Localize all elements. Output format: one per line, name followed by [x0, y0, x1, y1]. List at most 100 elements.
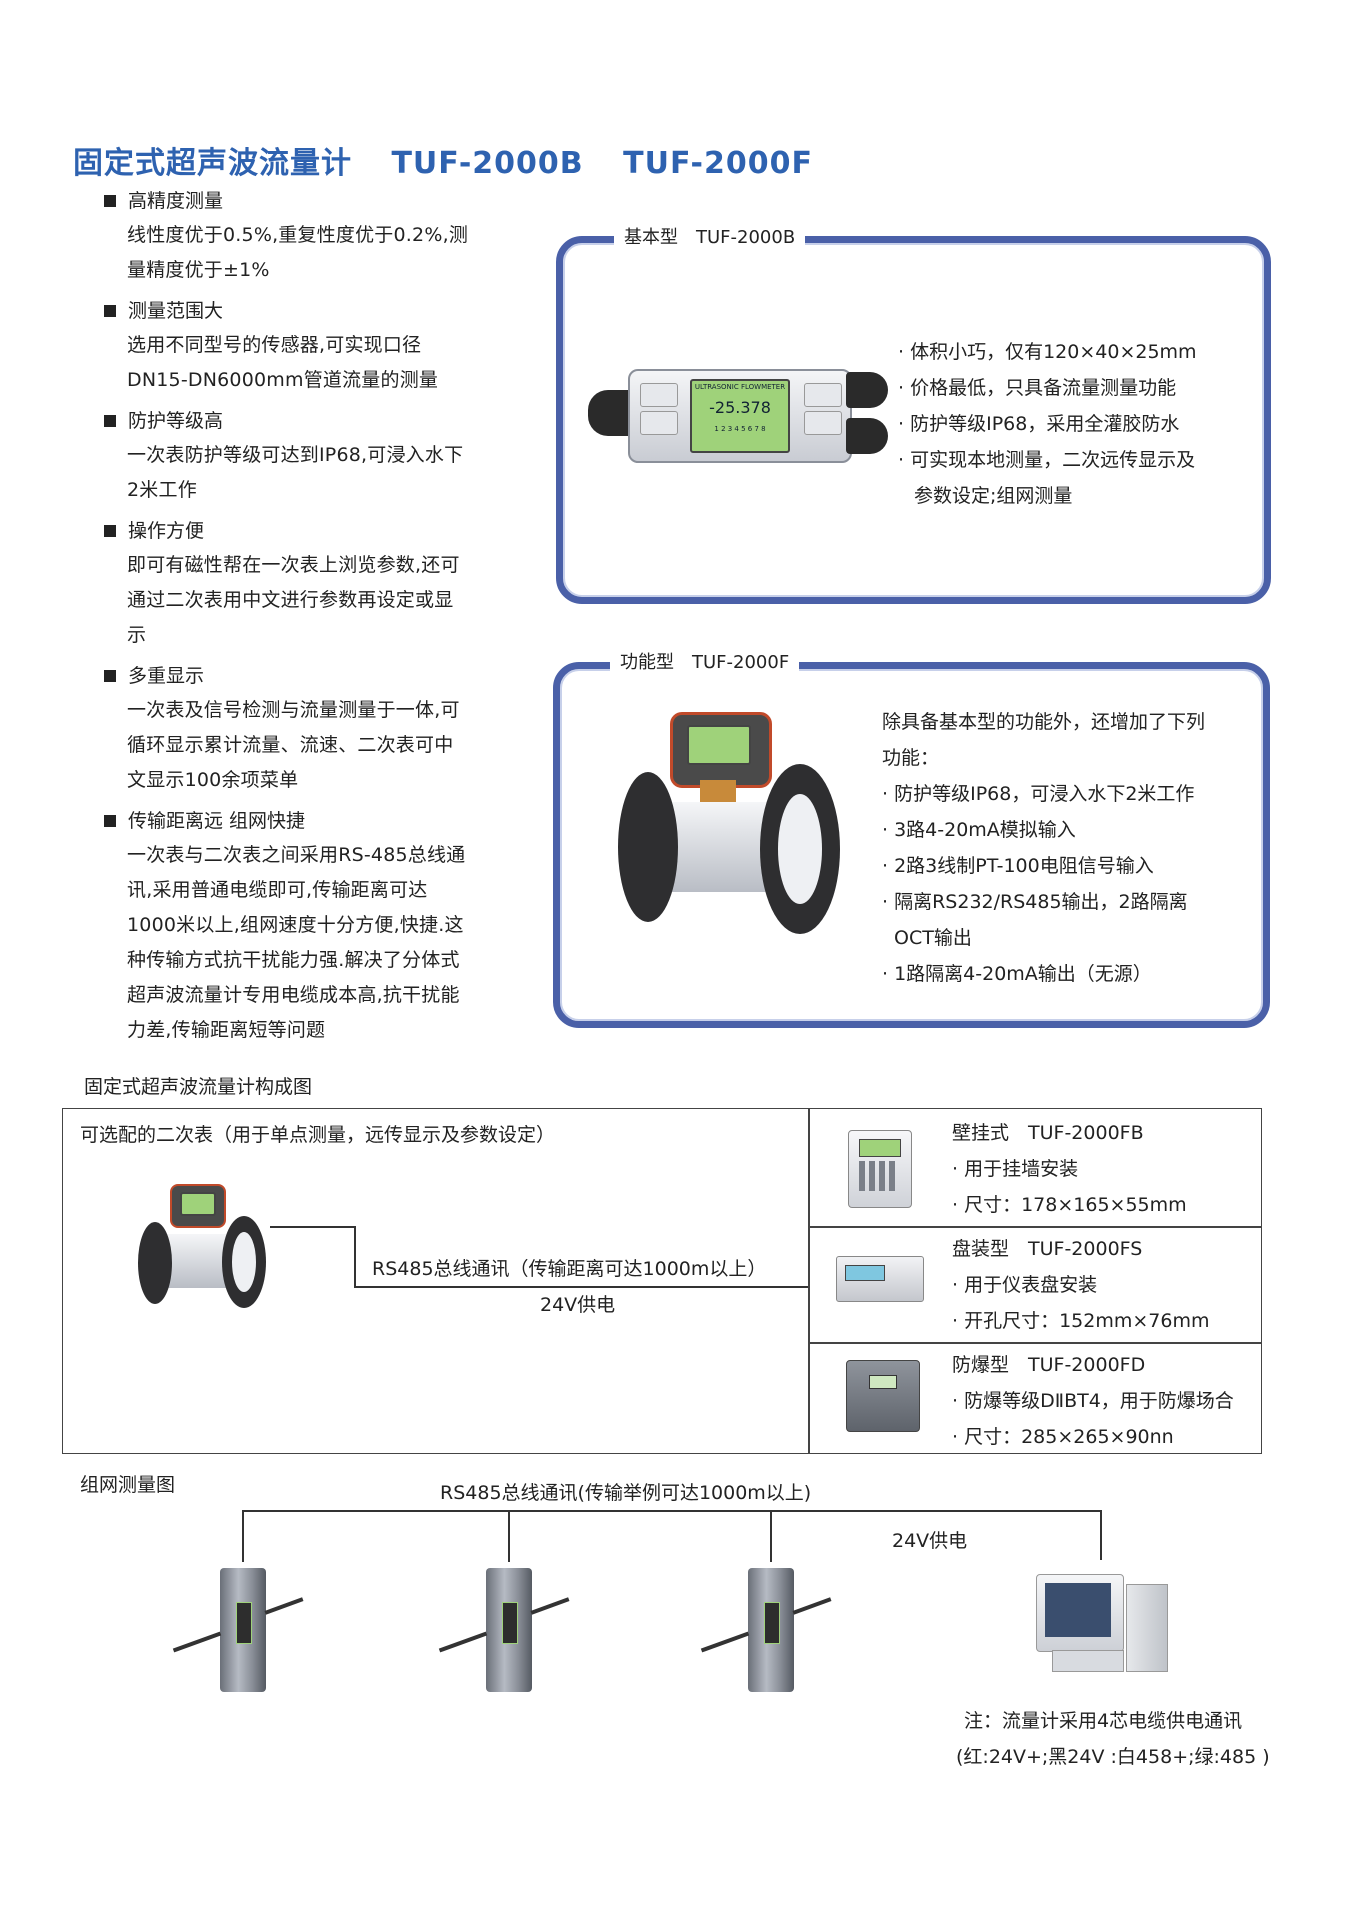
right-cable-gland-icon — [846, 372, 888, 408]
small-flange-icon — [222, 1216, 266, 1308]
tower-icon — [1126, 1584, 1168, 1672]
right-cable-gland-icon — [846, 418, 888, 454]
title-main: 固定式超声波流量计 — [73, 146, 352, 181]
keyboard-icon — [1052, 1650, 1124, 1672]
basic-feature-cont: 参数设定;组网测量 — [914, 485, 1073, 507]
feature-item: 高精度测量 线性度优于0.5%,重复性度优于0.2%,测 量精度优于±1% — [104, 184, 504, 288]
feature-line: 一次表与二次表之间采用RS-485总线通 — [127, 844, 466, 866]
small-bore-icon — [232, 1232, 256, 1292]
func-panel-label: 功能型 TUF-2000F — [610, 650, 800, 676]
pipe-bore-icon — [778, 794, 822, 904]
key-icon — [640, 383, 678, 407]
pipe-station-icon — [748, 1568, 794, 1692]
func-feature: 防护等级IP68，可浸入水下2米工作 — [882, 776, 1205, 812]
feature-line: 一次表防护等级可达到IP68,可浸入水下 — [127, 444, 464, 466]
key-icon — [804, 411, 842, 435]
connector-line — [354, 1226, 356, 1286]
page-title: 固定式超声波流量计 TUF-2000B TUF-2000F — [73, 138, 841, 182]
exproof-window-icon — [869, 1375, 897, 1389]
feature-heading: 防护等级高 — [104, 404, 504, 438]
panel-desc: 用于仪表盘安装 — [964, 1274, 1098, 1296]
exproof-size: 尺寸：285×265×90nn — [964, 1426, 1174, 1448]
bus-line — [242, 1510, 1100, 1512]
optional-secondary-text: 可选配的二次表（用于单点测量，远传显示及参数设定） — [80, 1124, 556, 1146]
network-bus-label: RS485总线通讯(传输举例可达1000m以上) — [440, 1482, 812, 1504]
basic-panel-label: 基本型 TUF-2000B — [614, 225, 806, 251]
feature-heading: 测量范围大 — [104, 294, 504, 328]
monitor-icon — [1036, 1574, 1124, 1652]
feature-text: 一次表与二次表之间采用RS-485总线通 讯,采用普通电缆即可,传输距离可达 1… — [104, 838, 504, 1048]
screen-icon — [1045, 1583, 1111, 1637]
basic-feature: 价格最低，只具备流量测量功能 — [898, 370, 1197, 406]
composition-box — [62, 1108, 1262, 1454]
wall-line: · 尺寸：178×165×55mm — [952, 1194, 1187, 1216]
func-intro: 除具备基本型的功能外，还增加了下列 — [882, 711, 1206, 733]
feature-text: 一次表防护等级可达到IP68,可浸入水下 2米工作 — [104, 438, 504, 508]
feature-item: 测量范围大 选用不同型号的传感器,可实现口径 DN15-DN6000mm管道流量… — [104, 294, 504, 398]
feature-heading: 高精度测量 — [104, 184, 504, 218]
note-line: 注：流量计采用4芯电缆供电通讯 — [964, 1710, 1243, 1732]
feature-heading: 多重显示 — [104, 659, 504, 693]
exproof-desc: 防爆等级DⅡBT4，用于防爆场合 — [964, 1390, 1234, 1412]
wall-title: 壁挂式 TUF-2000FB — [952, 1122, 1144, 1144]
func-feature-cont: OCT输出 — [894, 927, 972, 949]
feature-line: 即可有磁性帮在一次表上浏览参数,还可 — [127, 554, 460, 576]
wall-line: · 用于挂墙安装 — [952, 1158, 1079, 1180]
feature-line: 循环显示累计流量、流速、二次表可中 — [127, 734, 454, 756]
feature-text: 一次表及信号检测与流量测量于一体,可 循环显示累计流量、流速、二次表可中 文显示… — [104, 693, 504, 798]
feature-item: 传输距离远 组网快捷 一次表与二次表之间采用RS-485总线通 讯,采用普通电缆… — [104, 804, 504, 1048]
basic-feature: 可实现本地测量，二次远传显示及 — [898, 442, 1197, 478]
drop-line — [1100, 1510, 1102, 1560]
feature-text: 选用不同型号的传感器,可实现口径 DN15-DN6000mm管道流量的测量 — [104, 328, 504, 398]
func-feature-list: 除具备基本型的功能外，还增加了下列 功能： 防护等级IP68，可浸入水下2米工作… — [882, 704, 1205, 992]
lcd-value: -25.378 — [709, 398, 771, 417]
func-feature: 隔离RS232/RS485输出，2路隔离 — [882, 884, 1205, 920]
explosion-proof-meter-icon — [846, 1360, 920, 1432]
transducer-icon — [236, 1602, 252, 1644]
drop-line — [770, 1510, 772, 1562]
func-intro: 功能： — [882, 747, 940, 769]
func-feature: 3路4-20mA模拟输入 — [882, 812, 1205, 848]
feature-line: 力差,传输距离短等问题 — [127, 1019, 326, 1041]
feature-line: 线性度优于0.5%,重复性度优于0.2%,测 — [127, 224, 469, 246]
feature-line: 种传输方式抗干扰能力强.解决了分体式 — [127, 949, 460, 971]
feature-text: 即可有磁性帮在一次表上浏览参数,还可 通过二次表用中文进行参数再设定或显 示 — [104, 548, 504, 653]
panel-title: 盘装型 TUF-2000FS — [952, 1238, 1143, 1260]
composition-divider — [808, 1108, 810, 1454]
sensor-cable-icon — [792, 1597, 832, 1615]
feature-line: 超声波流量计专用电缆成本高,抗干扰能 — [127, 984, 460, 1006]
composition-caption: 固定式超声波流量计构成图 — [84, 1076, 313, 1098]
feature-line: 一次表及信号检测与流量测量于一体,可 — [127, 699, 460, 721]
exproof-title: 防爆型 TUF-2000FD — [952, 1354, 1146, 1376]
wall-lcd — [859, 1139, 901, 1157]
composition-row-divider — [808, 1226, 1262, 1228]
converter-lcd — [687, 725, 751, 765]
small-converter-icon — [170, 1184, 226, 1228]
feature-item: 多重显示 一次表及信号检测与流量测量于一体,可 循环显示累计流量、流速、二次表可… — [104, 659, 504, 798]
feature-heading: 操作方便 — [104, 514, 504, 548]
exproof-line: · 防爆等级DⅡBT4，用于防爆场合 — [952, 1390, 1234, 1412]
panel-line: · 用于仪表盘安装 — [952, 1274, 1098, 1296]
network-caption: 组网测量图 — [80, 1474, 176, 1496]
sensor-cable-icon — [264, 1597, 304, 1615]
wall-size: 尺寸：178×165×55mm — [964, 1194, 1187, 1216]
basic-feature: 体积小巧，仅有120×40×25mm — [898, 334, 1196, 370]
keypad-icon — [859, 1161, 899, 1191]
panel-mount-meter-icon — [836, 1256, 924, 1302]
feature-item: 操作方便 即可有磁性帮在一次表上浏览参数,还可 通过二次表用中文进行参数再设定或… — [104, 514, 504, 653]
sensor-cable-icon — [700, 1631, 750, 1653]
basic-feature: 防护等级IP68，采用全灌胶防水 — [898, 406, 1197, 442]
title-model-f: TUF-2000F — [623, 146, 813, 181]
func-feature: 1路隔离4-20mA输出（无源） — [882, 956, 1205, 992]
feature-line: 讯,采用普通电缆即可,传输距离可达 — [127, 879, 428, 901]
feature-line: 量精度优于±1% — [127, 259, 270, 281]
basic-model-panel — [556, 236, 1271, 604]
exproof-line: · 尺寸：285×265×90nn — [952, 1426, 1174, 1448]
basic-meter-icon: ULTRASONIC FLOWMETER -25.378 1 2 3 4 5 6… — [628, 369, 852, 463]
func-feature: 2路3线制PT-100电阻信号输入 — [882, 848, 1205, 884]
feature-line: 2米工作 — [127, 479, 197, 501]
pipe-station-icon — [486, 1568, 532, 1692]
drop-line — [508, 1510, 510, 1562]
bus-label: RS485总线通讯（传输距离可达1000m以上） — [372, 1258, 767, 1280]
transducer-icon — [764, 1602, 780, 1644]
